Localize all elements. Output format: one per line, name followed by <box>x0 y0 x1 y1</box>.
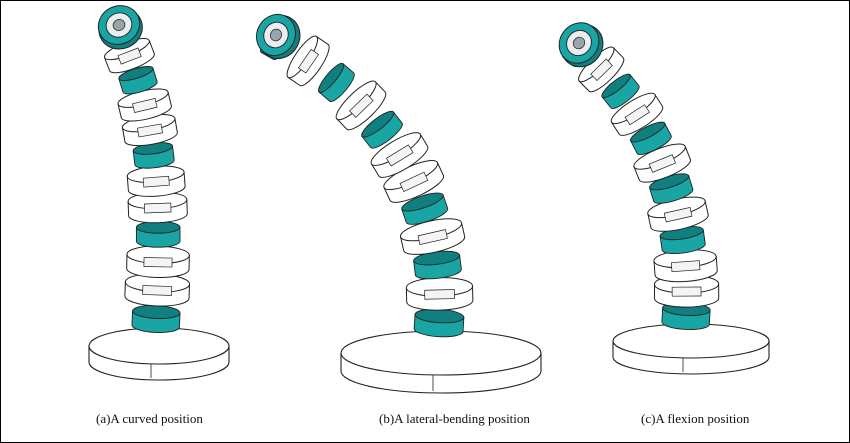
vertebra-window <box>417 229 448 246</box>
accent-ring-top <box>401 192 444 212</box>
accent-ring-segment <box>601 73 640 109</box>
vertebra-window <box>648 154 677 173</box>
accent-ring-segment <box>630 121 672 155</box>
accent-ring-segment <box>401 192 449 225</box>
vertebra-window <box>143 202 172 214</box>
top-cap-hub <box>572 36 586 50</box>
top-cap <box>558 22 604 68</box>
vertebra-window <box>671 286 702 297</box>
vertebra-segment <box>405 277 474 311</box>
accent-ring-segment <box>661 301 711 331</box>
accent-ring-segment <box>131 305 181 333</box>
base-plate-top <box>88 327 230 365</box>
vertebra-window <box>117 47 142 65</box>
vertebra-window <box>297 48 320 74</box>
lateral-bending-position-figure <box>255 13 542 394</box>
accent-ring-side <box>601 74 640 109</box>
vertebra-segment <box>578 46 625 93</box>
vertebra-window <box>349 93 374 118</box>
vertebra-window <box>132 98 158 113</box>
vertebra-window <box>143 257 173 268</box>
spine-column <box>260 21 474 338</box>
vertebra-segment <box>633 143 691 183</box>
accent-ring-side <box>318 63 355 103</box>
vertebra-segment <box>117 88 172 122</box>
top-cap-hub <box>270 28 282 42</box>
accent-ring-side <box>361 111 403 149</box>
accent-ring-segment <box>318 62 355 103</box>
vertebra-segment <box>124 273 191 307</box>
top-cap-hub <box>112 19 126 31</box>
caption-flexion: (c)A flexion position <box>641 411 750 426</box>
base-plate <box>612 323 770 375</box>
caption-curved: (a)A curved position <box>96 411 203 426</box>
vertebra-window <box>142 175 170 188</box>
vertebra-segment <box>610 92 664 136</box>
vertebra-segment <box>647 196 709 232</box>
accent-ring-segment <box>413 308 465 338</box>
accent-ring-top <box>601 73 631 99</box>
accent-ring-top <box>318 62 345 94</box>
curved-position-figure <box>88 5 230 381</box>
vertebra-window <box>142 285 173 296</box>
vertebra-segment <box>653 249 718 283</box>
vertebra-window <box>136 123 163 138</box>
accent-ring-side <box>630 122 672 155</box>
vertebra-segment <box>126 165 186 197</box>
vertebra-segment <box>103 37 155 74</box>
base-plate <box>340 330 542 394</box>
flexion-position-figure <box>558 22 770 375</box>
accent-ring-segment <box>413 250 462 280</box>
accent-ring-segment <box>118 66 158 95</box>
vertebra-window <box>399 171 429 193</box>
accent-ring-segment <box>361 110 403 149</box>
vertebra-window <box>424 289 455 300</box>
vertebra-segment <box>335 80 387 131</box>
top-cap <box>255 13 301 60</box>
accent-ring-top <box>630 121 666 143</box>
base-plate <box>88 327 230 381</box>
spine-column <box>100 16 191 333</box>
vertebra-window <box>590 58 613 81</box>
vertebra-segment <box>370 132 429 178</box>
accent-ring-top <box>361 110 395 138</box>
accent-ring-top <box>118 66 154 81</box>
spine-column <box>562 31 720 331</box>
spine-figures <box>88 5 770 394</box>
accent-ring-segment <box>135 220 181 248</box>
vertebra-window <box>663 206 693 223</box>
vertebra-segment <box>286 35 330 87</box>
vertebra-window <box>670 260 701 273</box>
caption-lateral-bending: (b)A lateral-bending position <box>379 411 530 426</box>
accent-ring-side <box>118 67 158 95</box>
vertebra-window <box>385 144 414 167</box>
vertebra-window <box>624 104 650 126</box>
vertebra-segment <box>126 245 190 279</box>
top-cap <box>97 5 143 50</box>
base-plate-top <box>340 330 542 376</box>
vertebra-segment <box>399 218 466 255</box>
